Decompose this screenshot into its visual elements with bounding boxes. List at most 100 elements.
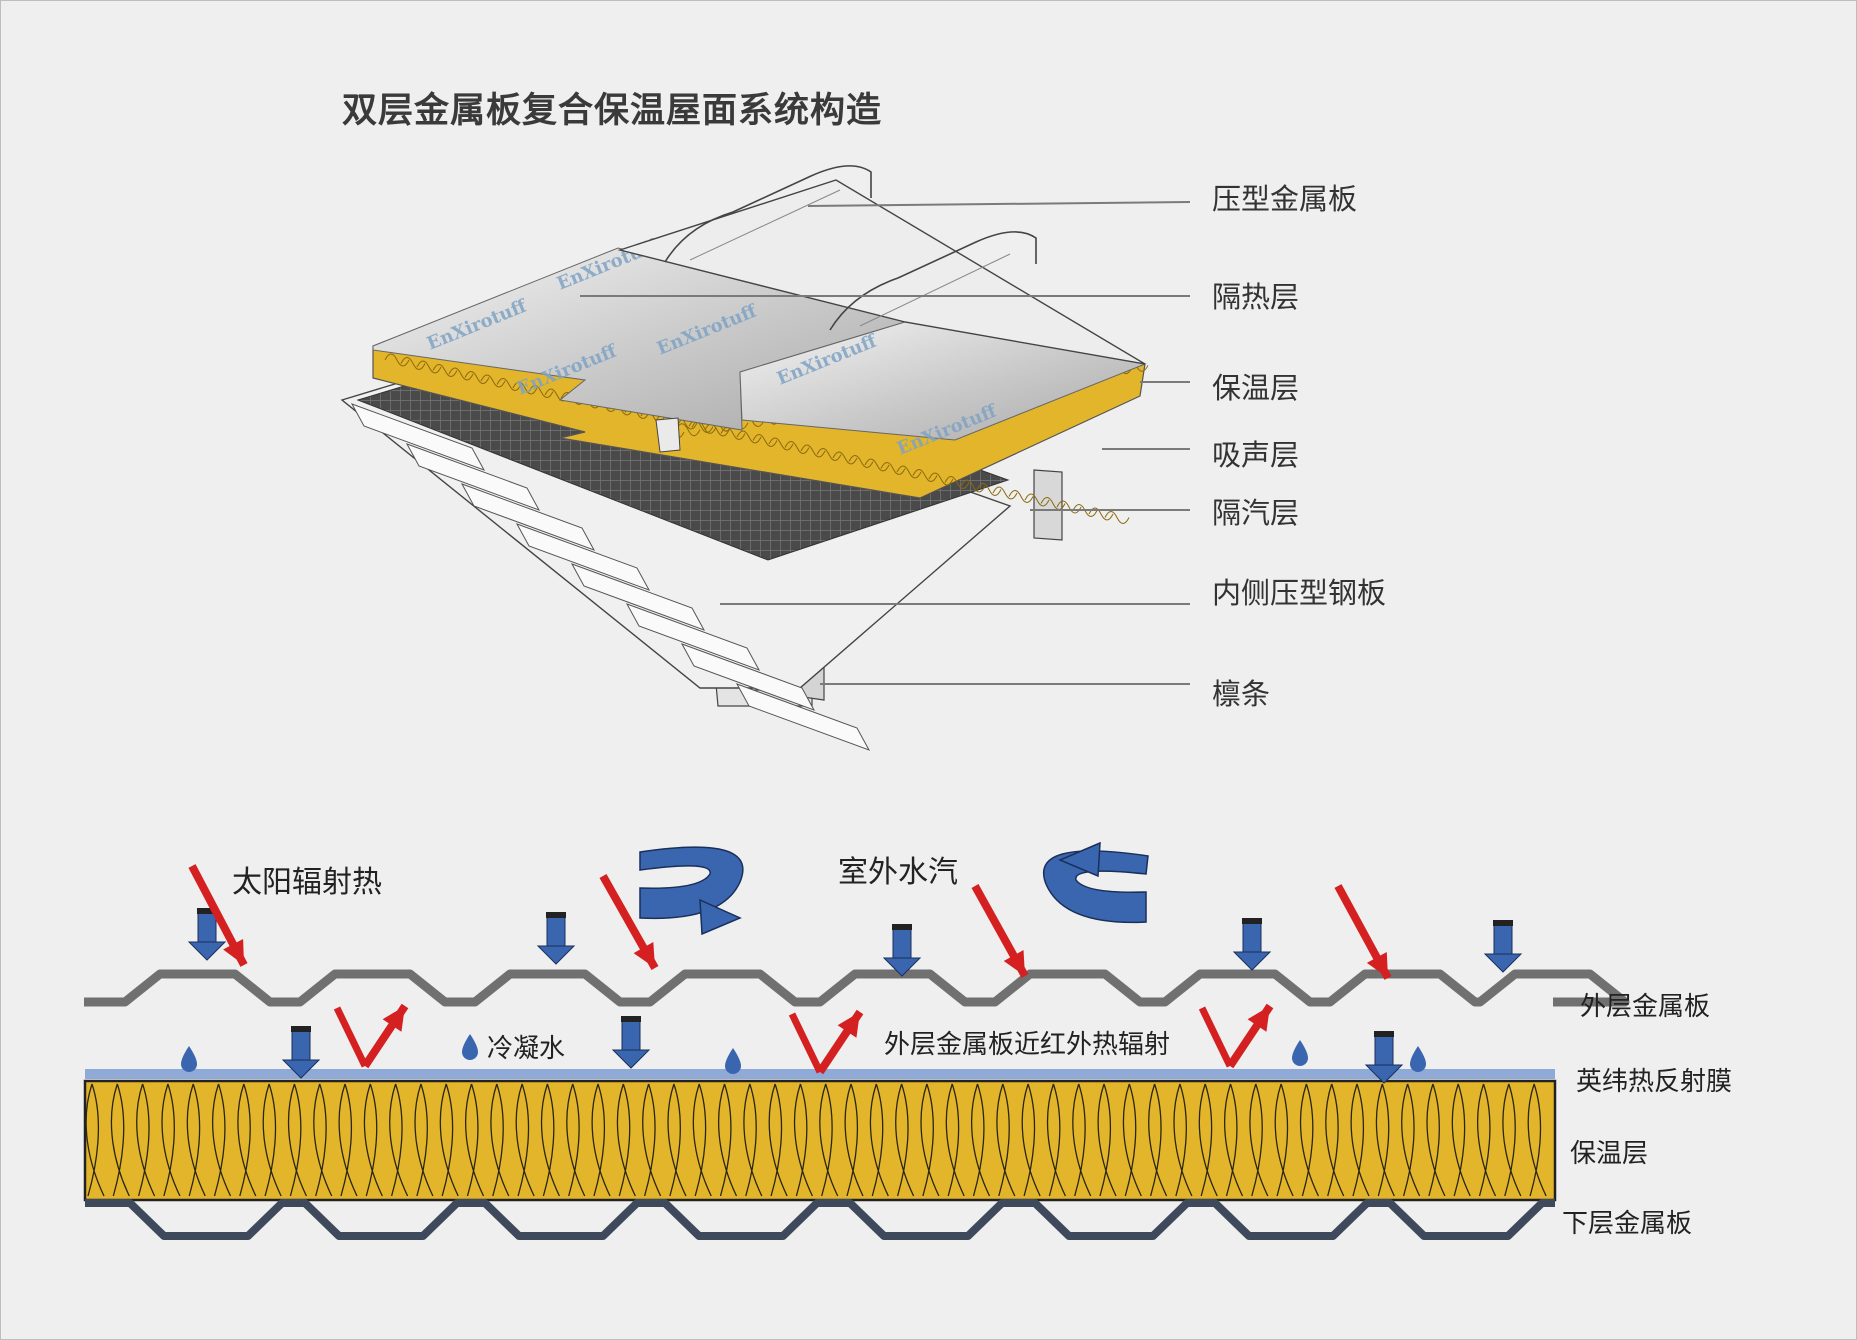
insulation-fiber [1451, 1083, 1471, 1197]
deck-rib [680, 643, 816, 711]
insulation-fiber [819, 1083, 839, 1197]
insulation-fiber [85, 1083, 105, 1197]
insulation-fiber [945, 1083, 965, 1197]
insulation-fiber [800, 444, 826, 458]
label-insulation: 保温层 [1212, 371, 1300, 405]
insulation-fiber [313, 1083, 333, 1197]
roof-clip [655, 417, 681, 453]
solar-arrow-head [633, 942, 655, 968]
insulation-fiber [1097, 1083, 1117, 1197]
insulation-fiber [338, 1083, 358, 1197]
condensate-droplet [725, 1048, 741, 1074]
vapor-down-arrow [1242, 921, 1262, 953]
insulation-fiber [136, 1083, 156, 1197]
insulation-fiber [464, 371, 490, 384]
insulation-fiber [237, 1083, 257, 1197]
insulation-fiber [1249, 1083, 1269, 1197]
insulation-fiber [816, 448, 842, 461]
annotation-condensate: 冷凝水 [487, 1034, 566, 1064]
vapor-down-arrow-cap [1493, 920, 1513, 926]
vapor-down-arrow-cap [1374, 1031, 1394, 1037]
insulation-fiber [895, 1083, 915, 1197]
insulation-fiber [1148, 1083, 1168, 1197]
insulation-fiber [616, 1083, 636, 1197]
outer-metal-sheet-profile [84, 969, 1630, 1007]
insulation-fiber [1040, 497, 1066, 510]
deck-rib [735, 683, 871, 751]
insulation-fiber [944, 476, 970, 489]
insulation-fiber [1008, 490, 1034, 503]
purlin-web-back [1033, 469, 1063, 541]
insulation-fiber [566, 1083, 586, 1197]
reflective-film [85, 1069, 1555, 1079]
label-heat-shield: 隔热层 [1212, 280, 1300, 314]
solar-arrow-head [223, 939, 244, 965]
insulation-fiber [161, 1083, 181, 1197]
condensate-droplet [181, 1046, 197, 1072]
solar-arrow-head [1003, 950, 1025, 976]
insulation-fiber [1024, 493, 1050, 507]
label-outer-sheet: 压型金属板 [1212, 182, 1358, 216]
insulation-fiber [416, 360, 442, 374]
annotation-solar-heat: 太阳辐射热 [232, 865, 382, 900]
condensate-droplet [1292, 1040, 1308, 1066]
insulation-fiber [743, 1083, 763, 1197]
label-purlin: 檩条 [1212, 677, 1271, 711]
insulation-fiber [692, 1083, 712, 1197]
insulation-fiber [928, 472, 954, 486]
vapor-down-arrow-head [882, 957, 922, 977]
insulation-fiber [1104, 511, 1130, 524]
insulation-fiber [784, 441, 810, 454]
insulation-fiber [211, 1083, 232, 1197]
callout-leader [807, 201, 1191, 207]
insulation-fiber [1375, 1083, 1395, 1197]
insulation-fiber [896, 465, 922, 479]
outer-metal-sheet [617, 179, 1146, 365]
ir-reflection-arrow-up-head [837, 1012, 860, 1038]
insulation-fiber [110, 1083, 130, 1197]
insulation-fiber [848, 455, 874, 468]
insulation-block [83, 1079, 1557, 1202]
vapor-swirl-arrow-right-head [1058, 841, 1101, 878]
standing-seam-2 [829, 231, 1037, 331]
vapor-down-arrow-head [1483, 953, 1523, 973]
insulation-fiber [591, 1083, 611, 1197]
insulation-fiber [793, 1083, 813, 1197]
deck-rib [350, 403, 486, 471]
insulation-fiber [528, 385, 554, 398]
insulation-fiber [960, 479, 986, 493]
insulation-fiber [512, 381, 538, 395]
insulation-fiber [720, 427, 746, 440]
ir-reflection-arrow [1198, 1006, 1234, 1068]
insulation-fiber [1223, 1083, 1244, 1197]
heat-shield-foil-right [739, 321, 1147, 441]
ir-reflection-arrow [333, 1006, 369, 1068]
insulation-fiber [363, 1083, 383, 1197]
insulation-fiber [384, 353, 410, 367]
insulation-fiber [920, 1083, 940, 1197]
insulation-fiber [490, 1083, 510, 1197]
insulation-fiber [480, 374, 506, 388]
insulation-fiber [768, 437, 794, 451]
vapor-down-arrow [1493, 923, 1513, 955]
insulation-fiber [864, 458, 890, 472]
insulation-fiber [880, 462, 906, 475]
insulation-fiber [970, 1083, 991, 1197]
insulation-fiber [439, 1083, 459, 1197]
insulation-fiber [1527, 1083, 1547, 1197]
vapor-down-arrow [1374, 1034, 1394, 1066]
insulation-fiber [642, 1083, 662, 1197]
vapor-down-arrow-cap [621, 1016, 641, 1022]
insulation-fiber [414, 1083, 434, 1197]
vapor-down-arrow-head [1364, 1064, 1404, 1084]
condensate-droplet [1410, 1046, 1426, 1072]
vapor-down-arrow-cap [546, 912, 566, 918]
vapor-down-arrow [197, 911, 217, 943]
vapor-down-arrow [546, 915, 566, 947]
annotation-outdoor-vapor: 室外水汽 [838, 855, 958, 890]
insulation-fiber [540, 1083, 560, 1197]
solar-arrow-head [1366, 952, 1388, 978]
deck-rib [625, 603, 761, 671]
vapor-swirl-arrow-right [1042, 850, 1149, 924]
insulation-fiber [432, 364, 458, 377]
